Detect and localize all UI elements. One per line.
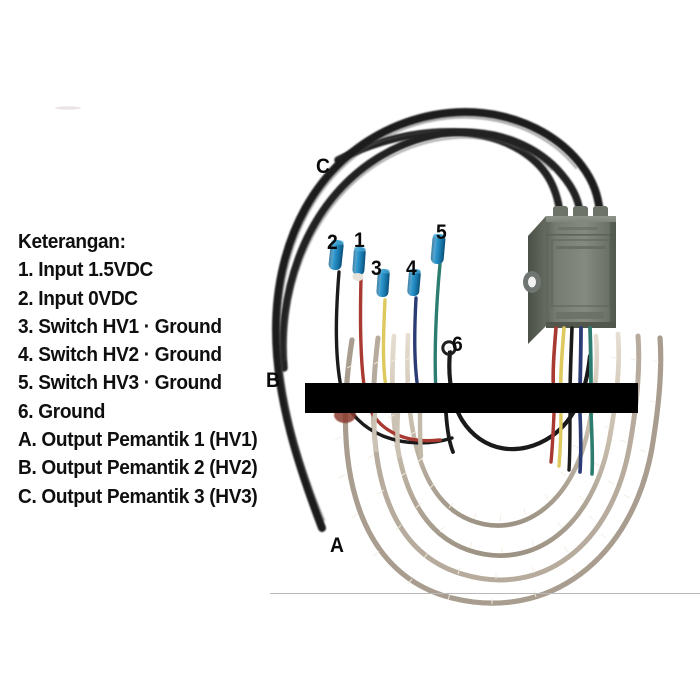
callout-3: 3 bbox=[371, 257, 382, 280]
legend-item-5: 5. Switch HV3 · Ground bbox=[18, 371, 222, 395]
bullet-connector-1 bbox=[352, 246, 366, 281]
legend-title: Keterangan: bbox=[18, 230, 126, 253]
legend-item-1: 1. Input 1.5VDC bbox=[18, 258, 153, 282]
bullet-connector-2 bbox=[328, 239, 344, 271]
hv-cable-b bbox=[279, 128, 584, 372]
legend-item-a: A. Output Pemantik 1 (HV1) bbox=[18, 428, 258, 452]
callout-b: B bbox=[266, 369, 280, 392]
callout-a: A bbox=[330, 534, 344, 557]
legend-item-3: 3. Switch HV1 · Ground bbox=[18, 314, 222, 338]
ring-terminal-icon bbox=[441, 340, 457, 356]
legend-item-b: B. Output Pemantik 2 (HV2) bbox=[18, 456, 258, 480]
bullet-connector-4 bbox=[407, 268, 422, 297]
censor-bar bbox=[305, 383, 638, 413]
callout-1: 1 bbox=[354, 229, 365, 252]
callout-6: 6 bbox=[452, 333, 463, 356]
legend-item-6: 6. Ground bbox=[18, 399, 106, 423]
legend-item-4: 4. Switch HV2 · Ground bbox=[18, 343, 222, 367]
bullet-connector-3 bbox=[376, 268, 390, 298]
bullet-connector-5 bbox=[430, 233, 446, 265]
callout-2: 2 bbox=[327, 231, 338, 254]
callout-4: 4 bbox=[406, 257, 417, 280]
module-mounting-ear bbox=[523, 271, 541, 293]
legend-item-2: 2. Input 0VDC bbox=[18, 286, 138, 310]
module-hv-bosses bbox=[553, 206, 608, 219]
callout-5: 5 bbox=[436, 221, 447, 244]
hv-cable-a bbox=[271, 108, 604, 532]
ignition-module bbox=[523, 206, 616, 344]
wire-switch-hv3 bbox=[433, 262, 442, 394]
legend-item-c: C. Output Pemantik 3 (HV3) bbox=[18, 484, 258, 508]
callout-c: C bbox=[316, 155, 330, 178]
braided-lead-4 bbox=[342, 335, 664, 606]
scan-artifact-speck bbox=[55, 106, 81, 110]
legend-block: Keterangan: 1. Input 1.5VDC 2. Input 0VD… bbox=[18, 228, 286, 511]
baseline-rule bbox=[270, 593, 700, 594]
